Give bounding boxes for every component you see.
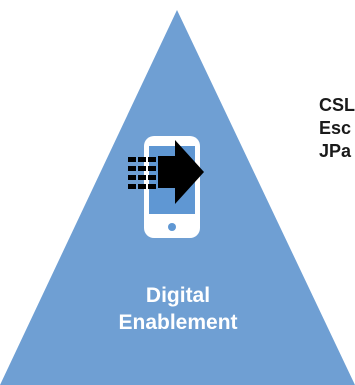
title-line-digital: Digital	[145, 284, 211, 307]
side-label-jpa: JPa	[319, 141, 352, 161]
side-label-list: CSL Esc JPa	[319, 94, 355, 163]
triangle-title: Digital Enablement	[98, 282, 258, 336]
side-label-esc: Esc	[319, 118, 352, 138]
title-line-enablement: Enablement	[118, 311, 238, 334]
mobile-device-with-arrow-icon	[128, 132, 228, 242]
side-label-csl: CSL	[319, 95, 355, 115]
